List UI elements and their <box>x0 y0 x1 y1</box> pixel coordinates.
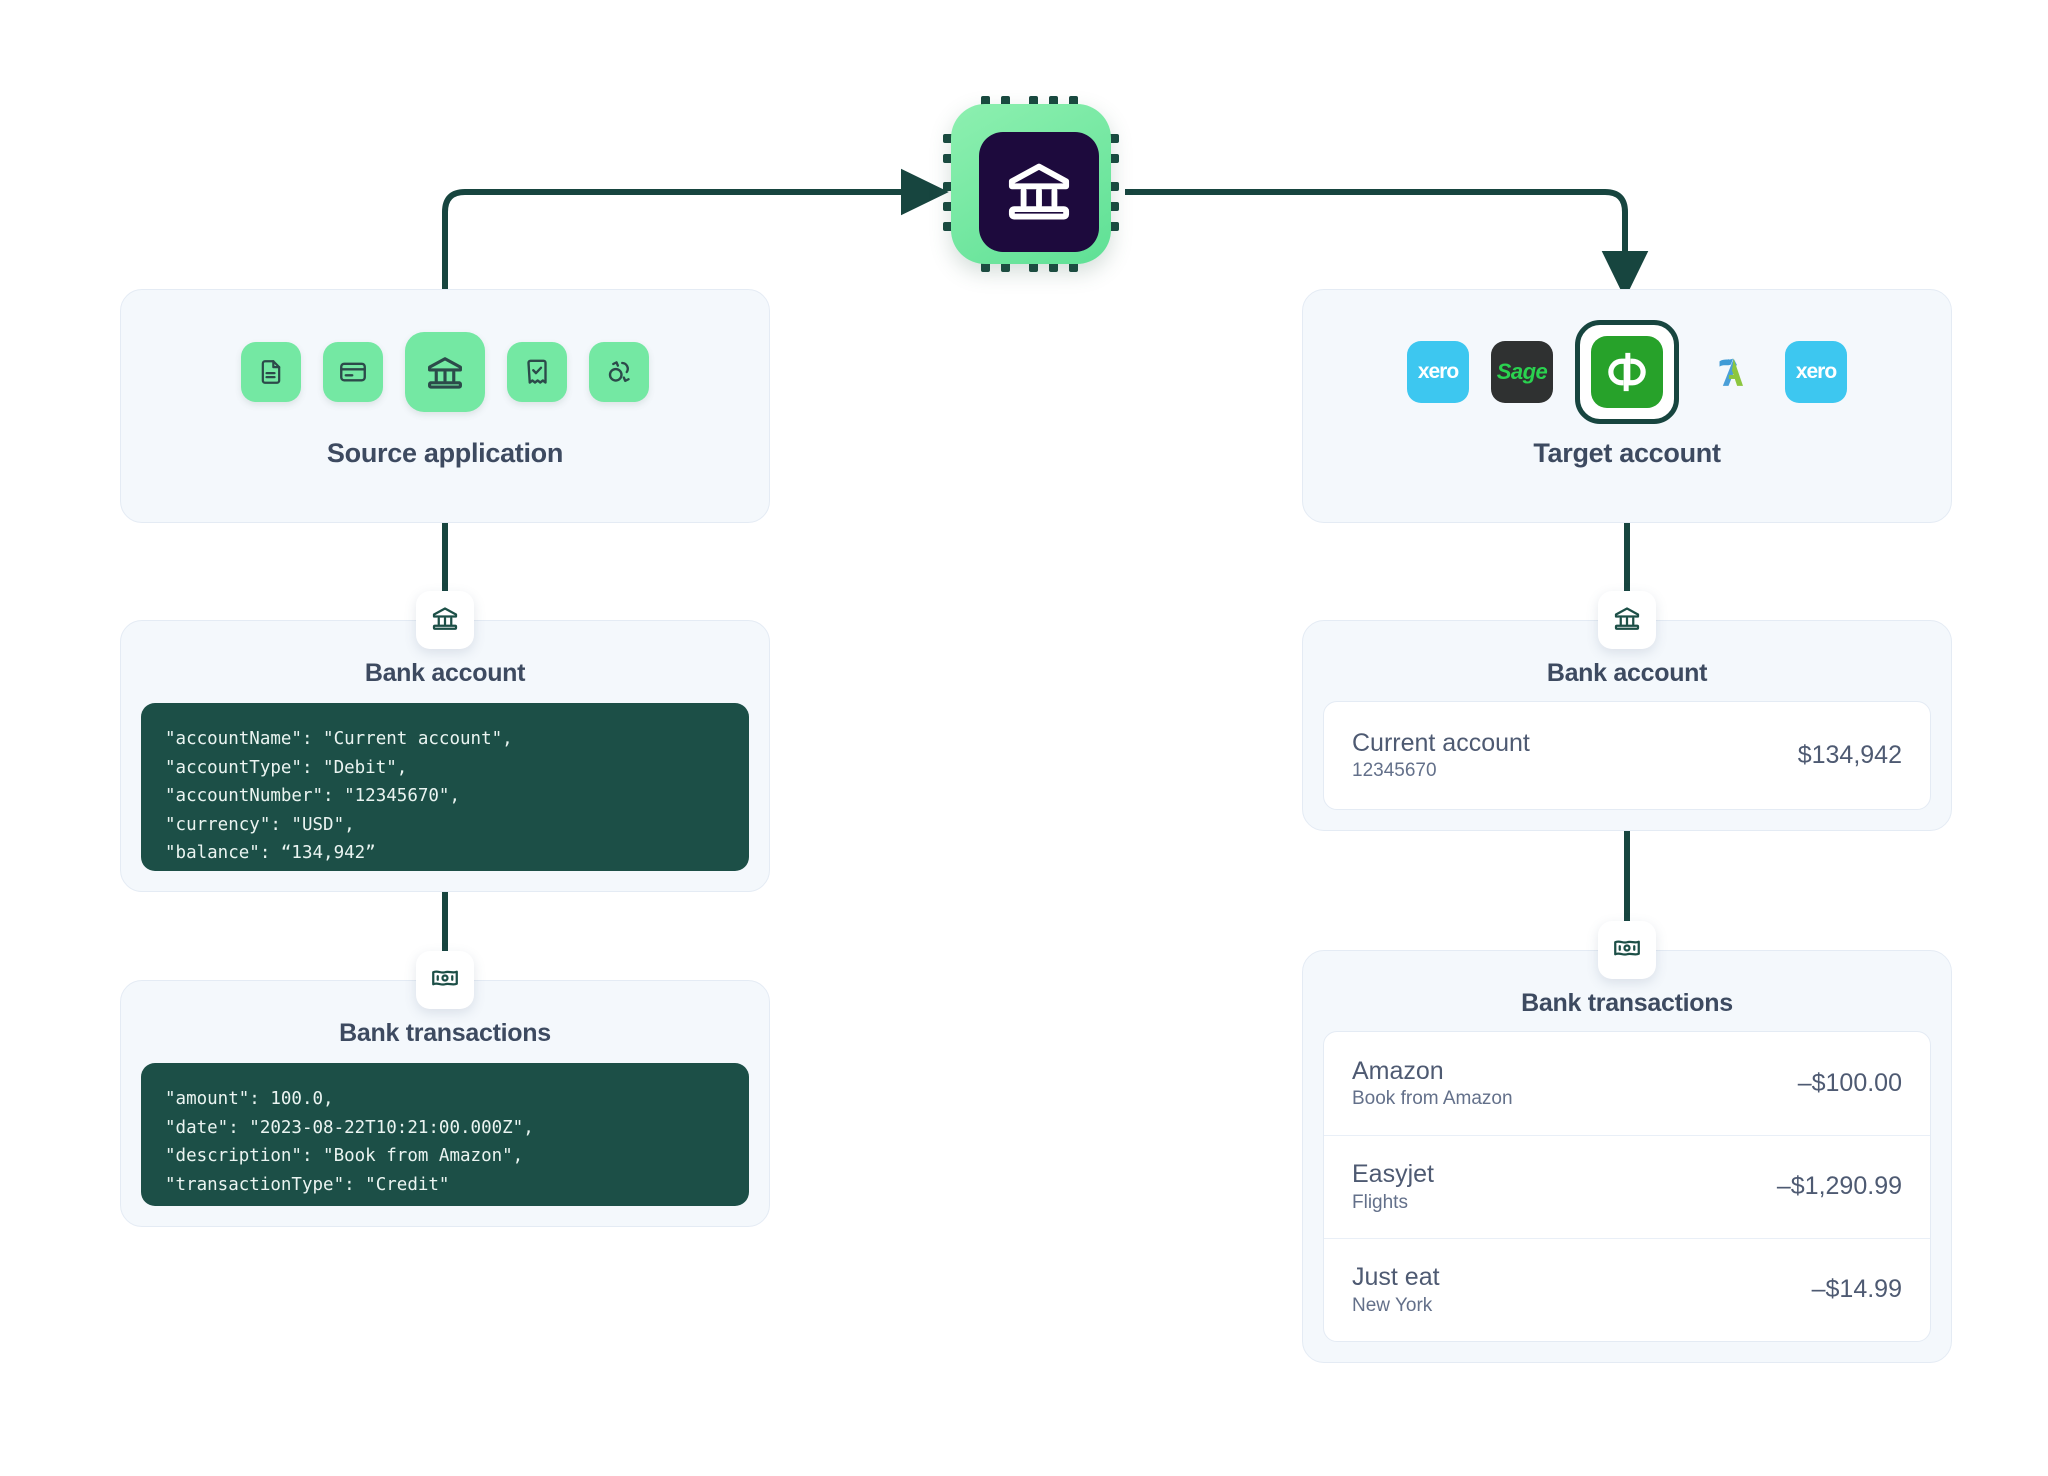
table-row[interactable]: Amazon Book from Amazon –$100.00 <box>1324 1032 1930 1135</box>
banknote-icon <box>1612 933 1642 968</box>
transaction-amount: –$14.99 <box>1811 1275 1902 1304</box>
source-card-title: Source application <box>326 438 564 468</box>
source-application-card: Source application <box>120 289 770 523</box>
bank-icon-tile[interactable] <box>405 332 485 412</box>
bank-icon <box>430 603 460 638</box>
transaction-description: New York <box>1352 1294 1433 1316</box>
transaction-description: Flights <box>1352 1191 1408 1213</box>
target-bank-transactions-list: Amazon Book from Amazon –$100.00 Easyjet… <box>1323 1031 1931 1342</box>
transaction-description: Book from Amazon <box>1352 1088 1513 1110</box>
credit-card-icon <box>338 357 368 387</box>
banknote-icon <box>430 963 460 998</box>
sync-icon-tile[interactable] <box>589 342 649 402</box>
sync-icon <box>604 357 634 387</box>
bank-chip-node[interactable] <box>943 96 1119 272</box>
target-bank-transactions-title: Bank transactions <box>1521 989 1733 1017</box>
xero-logo-label: xero <box>1795 360 1837 383</box>
chip-core <box>979 132 1099 252</box>
receipt-check-icon <box>522 357 552 387</box>
xero-logo[interactable]: xero <box>1785 341 1847 403</box>
table-row[interactable]: Easyjet Flights –$1,290.99 <box>1324 1134 1930 1238</box>
target-bank-account-title: Bank account <box>1546 659 1708 687</box>
target-card-title: Target account <box>1533 438 1721 468</box>
target-bank-transactions-badge <box>1598 921 1656 979</box>
account-balance: $134,942 <box>1797 741 1902 769</box>
transaction-name: Amazon <box>1352 1056 1444 1085</box>
quickbooks-logo-selected[interactable] <box>1575 320 1679 424</box>
target-account-card: xero Sage <box>1302 289 1952 523</box>
sage-logo[interactable]: Sage <box>1491 341 1553 403</box>
source-bank-account-badge <box>416 591 474 649</box>
source-bank-transactions-card: Bank transactions "amount": 100.0, "date… <box>120 980 770 1227</box>
target-logo-row: xero Sage <box>1303 320 1951 424</box>
document-icon-tile[interactable] <box>241 342 301 402</box>
source-bank-account-code: "accountName": "Current account", "accou… <box>141 703 749 871</box>
sage-logo-label: Sage <box>1496 359 1548 384</box>
chip-body <box>951 104 1111 264</box>
document-icon <box>257 358 285 386</box>
transaction-amount: –$100.00 <box>1797 1068 1902 1097</box>
quickbooks-logo <box>1591 336 1663 408</box>
source-icon-row <box>121 326 769 418</box>
account-number: 12345670 <box>1352 760 1437 782</box>
receipt-check-icon-tile[interactable] <box>507 342 567 402</box>
source-bank-transactions-title: Bank transactions <box>339 1019 551 1047</box>
table-row[interactable]: Just eat New York –$14.99 <box>1324 1237 1930 1341</box>
source-bank-transactions-badge <box>416 951 474 1009</box>
source-bank-account-card: Bank account "accountName": "Current acc… <box>120 620 770 892</box>
source-bank-account-title: Bank account <box>364 659 526 687</box>
account-name: Current account <box>1352 728 1530 757</box>
freeagent-glyph <box>1719 358 1743 386</box>
target-bank-account-list: Current account 12345670 $134,942 <box>1323 701 1931 810</box>
target-bank-account-card: Bank account Current account 12345670 $1… <box>1302 620 1952 831</box>
xero-logo[interactable]: xero <box>1407 341 1469 403</box>
xero-logo-label: xero <box>1417 360 1459 383</box>
source-bank-transactions-code: "amount": 100.0, "date": "2023-08-22T10:… <box>141 1063 749 1206</box>
transaction-name: Just eat <box>1352 1263 1440 1292</box>
quickbooks-glyph <box>1608 352 1646 392</box>
transaction-amount: –$1,290.99 <box>1776 1172 1902 1201</box>
credit-card-icon-tile[interactable] <box>323 342 383 402</box>
bank-icon <box>1612 603 1642 638</box>
freeagent-logo[interactable] <box>1701 341 1763 403</box>
target-bank-account-badge <box>1598 591 1656 649</box>
target-bank-transactions-card: Bank transactions Amazon Book from Amazo… <box>1302 950 1952 1363</box>
bank-chip-icon <box>1002 153 1076 232</box>
transaction-name: Easyjet <box>1352 1160 1434 1189</box>
bank-icon <box>424 351 466 393</box>
list-item[interactable]: Current account 12345670 $134,942 <box>1324 702 1930 809</box>
